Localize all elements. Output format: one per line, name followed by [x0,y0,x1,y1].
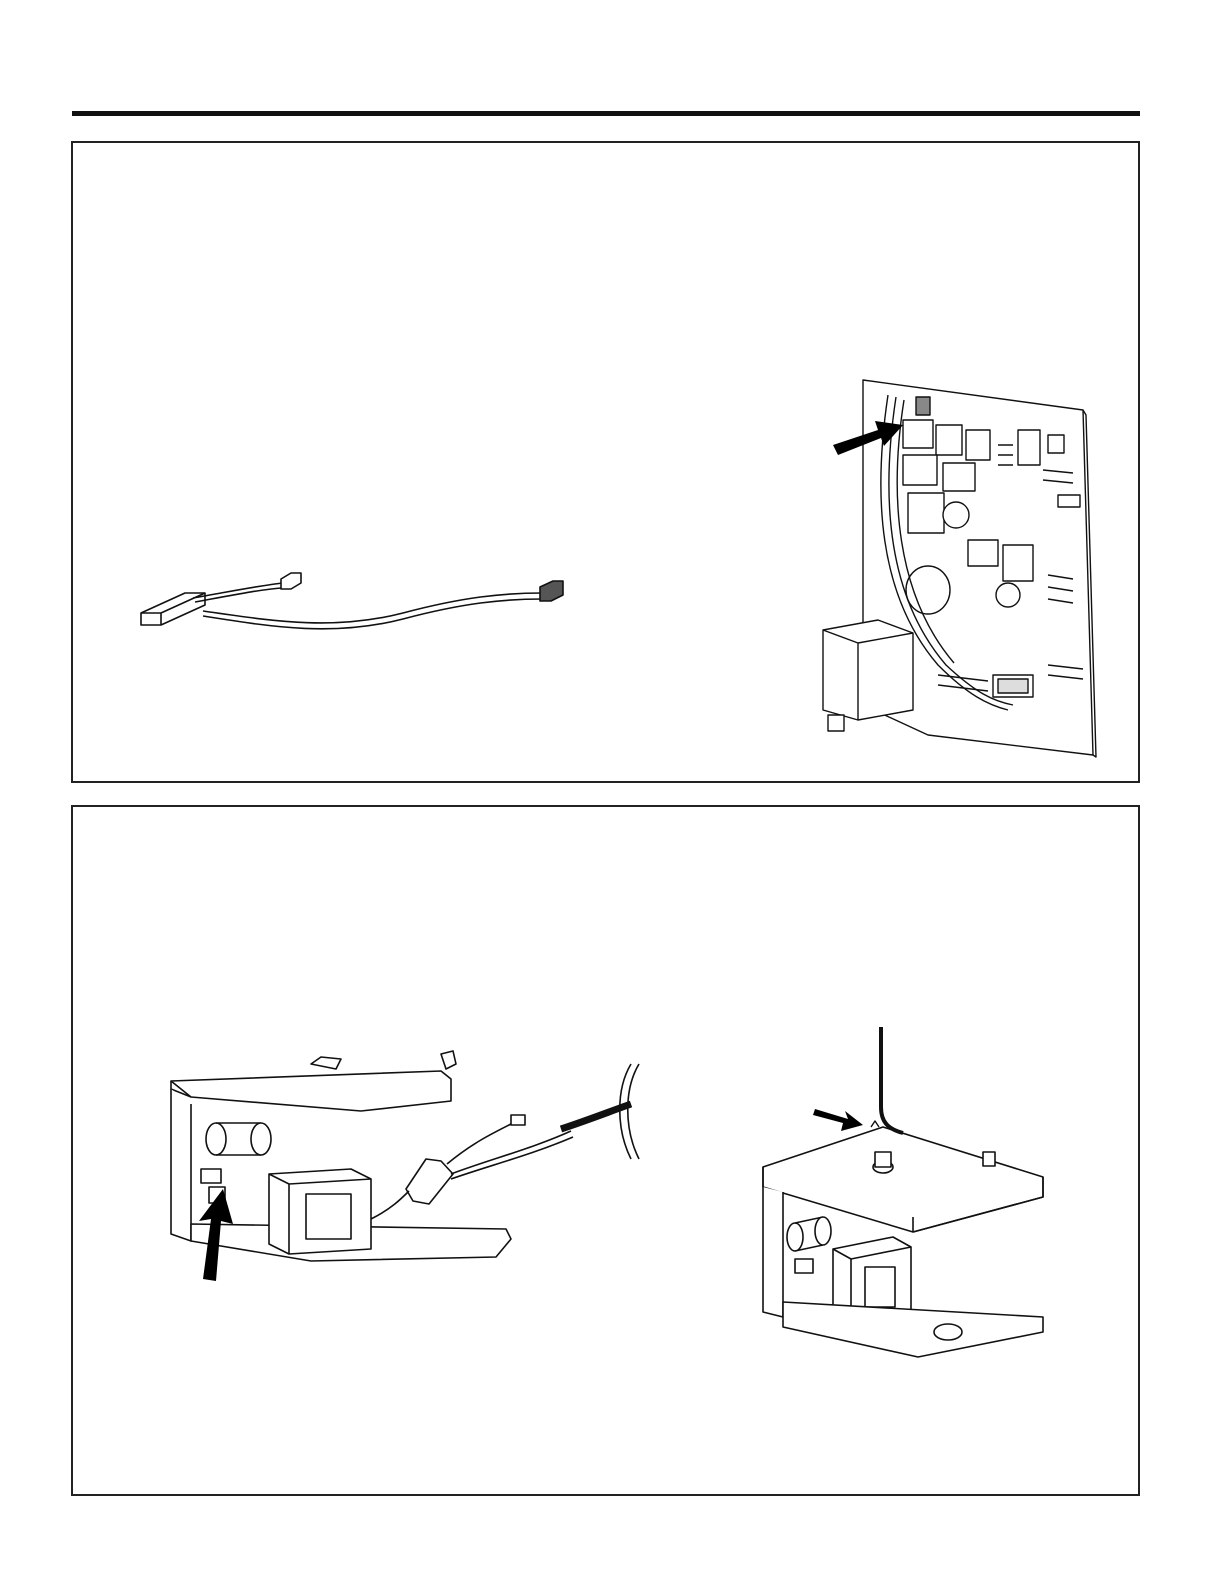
bracket-routed-wire-illustration [753,1027,1053,1357]
instruction-panel-2 [71,805,1140,1496]
instruction-panel-1 [71,141,1140,783]
wire-harness-illustration [133,563,593,643]
control-board-illustration [818,375,1108,760]
page-footer [0,1570,150,1585]
header-rule [72,111,1140,116]
solid-black-arrow-icon [813,1109,863,1131]
bracket-with-harness-illustration [161,1049,661,1281]
